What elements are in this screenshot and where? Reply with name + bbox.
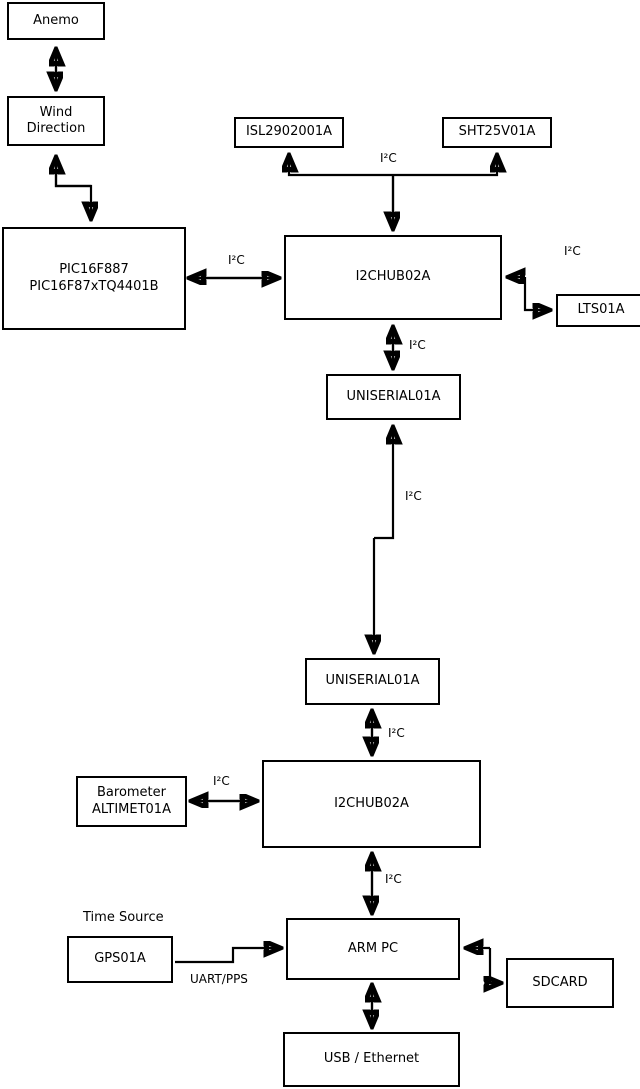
node-sdcard-label: SDCARD xyxy=(532,974,588,990)
wire-pic-to-wind-arrowup xyxy=(56,158,91,188)
node-isl2902001a[interactable]: ISL2902001A xyxy=(234,117,344,148)
node-uniserial01a-bottom[interactable]: UNISERIAL01A xyxy=(305,658,440,705)
node-sht-label: SHT25V01A xyxy=(458,124,536,140)
wire-rail-to-isl xyxy=(289,156,393,177)
node-barometer-label: Barometer ALTIMET01A xyxy=(92,785,171,817)
node-arm-pc[interactable]: ARM PC xyxy=(286,918,460,980)
node-hub-top-label: I2CHUB02A xyxy=(355,269,431,285)
node-anemo-label: Anemo xyxy=(33,12,79,28)
wire-rail-to-sht xyxy=(393,156,497,177)
edge-label-pic-to-hub-top: I²C xyxy=(228,253,245,267)
edge-label-uniserial-link: I²C xyxy=(405,489,422,503)
node-i2chub02a-bottom[interactable]: I2CHUB02A xyxy=(262,760,481,848)
node-arm-pc-label: ARM PC xyxy=(347,940,399,956)
node-hub-bottom-label: I2CHUB02A xyxy=(334,795,409,811)
node-lts01a[interactable]: LTS01A xyxy=(556,294,640,327)
edge-label-hub-top-to-uniserial-top: I²C xyxy=(409,338,426,352)
wire-hubtop-to-lts xyxy=(523,277,549,310)
node-pic-label: PIC16F887 PIC16F87xTQ4401B xyxy=(29,262,159,294)
node-gps-label: GPS01A xyxy=(94,951,146,967)
node-barometer-altimet01a[interactable]: Barometer ALTIMET01A xyxy=(76,776,187,827)
edge-label-sensors-to-hub-top: I²C xyxy=(380,151,397,165)
edge-label-hub-top-to-lts: I²C xyxy=(564,244,581,258)
node-wind-direction[interactable]: Wind Direction xyxy=(7,96,105,146)
node-uniserial01a-top[interactable]: UNISERIAL01A xyxy=(326,374,461,420)
node-anemo[interactable]: Anemo xyxy=(7,2,105,40)
wire-armpc-to-sdcard xyxy=(490,948,500,983)
node-sht25v01a[interactable]: SHT25V01A xyxy=(442,117,552,148)
node-lts-label: LTS01A xyxy=(577,302,625,318)
wire-gps-to-armpc xyxy=(175,948,280,964)
edge-label-gps-to-arm-pc: UART/PPS xyxy=(190,972,248,986)
node-uniserial-top-label: UNISERIAL01A xyxy=(346,388,441,404)
edge-label-hub-bottom-to-arm-pc: I²C xyxy=(385,872,402,886)
node-i2chub02a-top[interactable]: I2CHUB02A xyxy=(284,235,502,320)
node-pic-microcontroller[interactable]: PIC16F887 PIC16F87xTQ4401B xyxy=(2,227,186,330)
node-sdcard[interactable]: SDCARD xyxy=(506,958,614,1008)
node-usb-ethernet-label: USB / Ethernet xyxy=(323,1051,420,1067)
node-uniserial-bottom-label: UNISERIAL01A xyxy=(325,673,420,689)
wire-pic-to-wind-top xyxy=(54,158,91,218)
node-usb-ethernet[interactable]: USB / Ethernet xyxy=(283,1032,460,1087)
label-time-source: Time Source xyxy=(83,910,164,925)
node-isl-label: ISL2902001A xyxy=(245,124,333,140)
wire-uniserial-link-up xyxy=(374,428,393,540)
node-gps01a[interactable]: GPS01A xyxy=(67,936,173,983)
node-wind-direction-label: Wind Direction xyxy=(26,104,86,136)
edge-label-barometer-to-hub-bottom: I²C xyxy=(213,774,230,788)
edge-label-uniserial-bottom-to-hub-bottom: I²C xyxy=(388,726,405,740)
